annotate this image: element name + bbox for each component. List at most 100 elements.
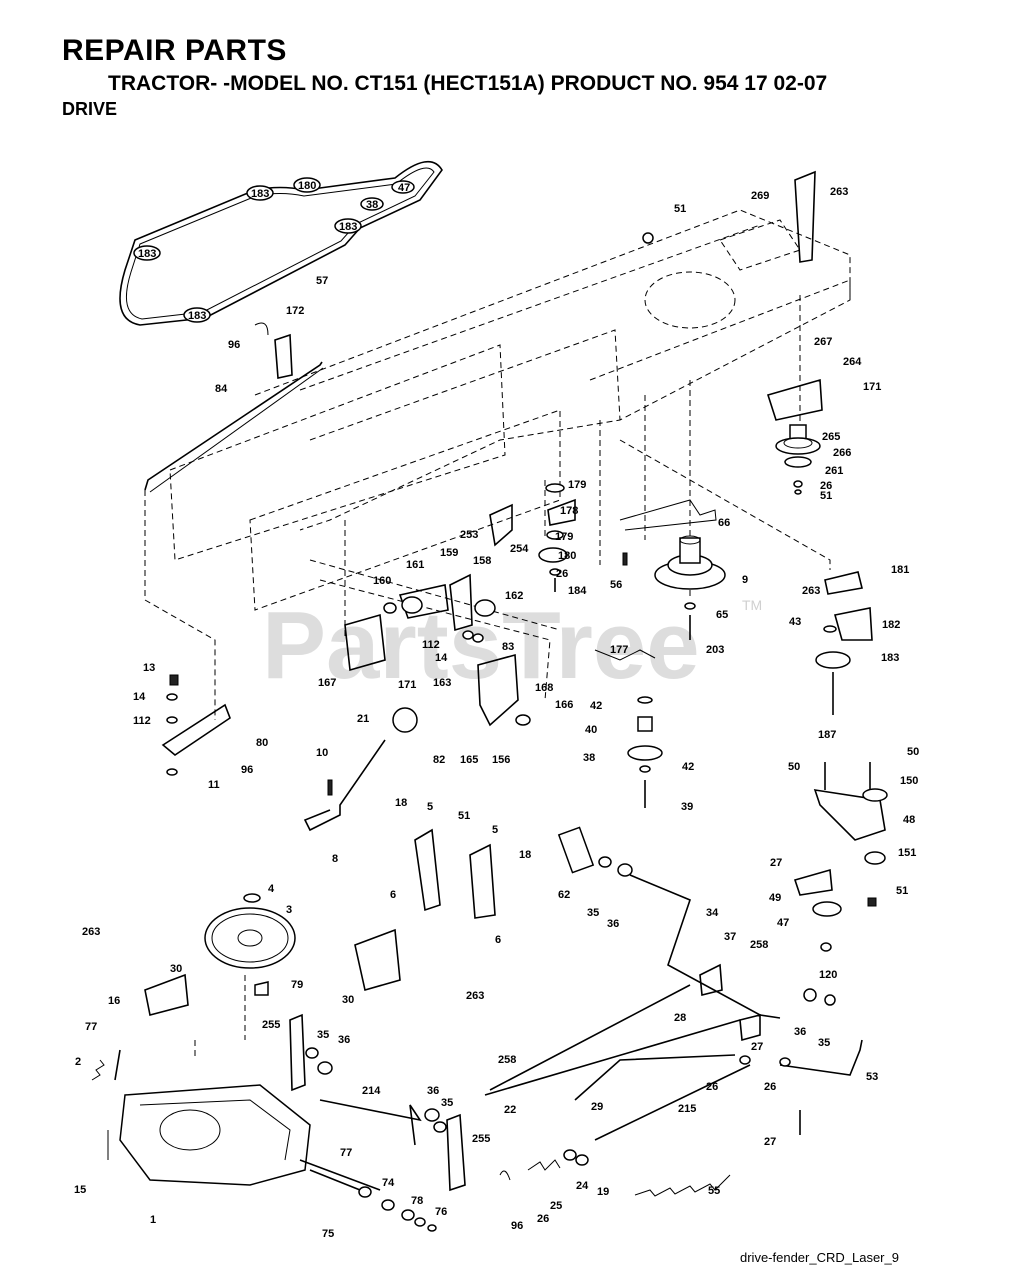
svg-text:51: 51 [458,810,470,822]
svg-text:26: 26 [556,568,568,580]
svg-text:62: 62 [558,889,570,901]
bracket-48-assembly [793,762,888,952]
svg-text:26: 26 [820,480,832,492]
svg-text:36: 36 [427,1085,439,1097]
svg-text:263: 263 [466,990,484,1002]
svg-text:5: 5 [492,824,498,836]
svg-text:255: 255 [472,1133,490,1145]
rod-22 [484,1019,741,1096]
section-title: DRIVE [62,99,118,119]
svg-text:8: 8 [332,853,338,865]
svg-text:65: 65 [716,609,728,621]
bracket-30-left [144,973,189,1016]
svg-text:57: 57 [316,275,328,287]
spring-55 [634,1174,731,1197]
svg-text:53: 53 [866,1071,878,1083]
svg-text:74: 74 [382,1177,395,1189]
svg-text:27: 27 [770,857,782,869]
svg-text:183: 183 [188,310,206,322]
axle-washers [309,1169,437,1232]
svg-text:10: 10 [316,747,328,759]
svg-text:151: 151 [898,847,916,859]
svg-text:159: 159 [440,547,458,559]
watermark-tm: TM [742,597,762,613]
svg-text:14: 14 [435,652,448,664]
svg-text:171: 171 [398,679,416,691]
svg-text:19: 19 [597,1186,609,1198]
drive-belt [119,160,443,326]
svg-text:4: 4 [268,883,275,895]
svg-text:258: 258 [750,939,768,951]
svg-text:83: 83 [502,641,514,653]
svg-text:162: 162 [505,590,523,602]
rod-53 [779,1039,863,1076]
bracket-255-right [446,1113,466,1192]
svg-text:55: 55 [708,1185,720,1197]
svg-text:156: 156 [492,754,510,766]
svg-text:120: 120 [819,969,837,981]
svg-text:50: 50 [788,761,800,773]
idler-stack-lower [627,696,663,808]
svg-text:40: 40 [585,724,597,736]
svg-text:30: 30 [170,963,182,975]
rod-215 [594,1064,751,1141]
svg-text:26: 26 [706,1081,718,1093]
svg-text:180: 180 [298,180,316,192]
bracket-172 [274,333,293,379]
svg-text:203: 203 [706,644,724,656]
svg-text:75: 75 [322,1228,334,1240]
bracket-165 [477,653,519,727]
svg-text:96: 96 [511,1220,523,1232]
svg-text:263: 263 [802,585,820,597]
bracket-255-left [289,1013,306,1092]
svg-text:5: 5 [427,801,433,813]
svg-text:66: 66 [718,517,730,529]
svg-text:165: 165 [460,754,478,766]
svg-text:9: 9 [742,574,748,586]
svg-text:26: 26 [537,1213,549,1225]
svg-text:263: 263 [830,186,848,198]
svg-text:96: 96 [228,339,240,351]
lever-8 [303,739,386,832]
svg-text:35: 35 [317,1029,329,1041]
svg-text:76: 76 [435,1206,447,1218]
svg-text:29: 29 [591,1101,603,1113]
svg-text:49: 49 [769,892,781,904]
svg-text:43: 43 [789,616,801,628]
rod-28 [489,984,691,1091]
svg-text:178: 178 [560,505,578,517]
svg-text:187: 187 [818,729,836,741]
svg-text:42: 42 [682,761,694,773]
svg-text:171: 171 [863,381,881,393]
svg-text:183: 183 [339,221,357,233]
svg-text:30: 30 [342,994,354,1006]
svg-text:269: 269 [751,190,769,202]
svg-text:34: 34 [706,907,719,919]
svg-text:27: 27 [751,1041,763,1053]
svg-text:50: 50 [907,746,919,758]
svg-text:56: 56 [610,579,622,591]
svg-text:112: 112 [422,639,440,651]
svg-text:180: 180 [558,550,576,562]
belt-guide-66 [619,499,717,531]
svg-text:47: 47 [777,917,789,929]
svg-text:265: 265 [822,431,840,443]
callout-labels: 57 96 172 84 51 269 263 267 264 171 265 … [74,186,919,1240]
svg-text:15: 15 [74,1184,86,1196]
svg-text:80: 80 [256,737,268,749]
model-line: TRACTOR- -MODEL NO. CT151 (HECT151A) PRO… [108,72,828,95]
belt-pulley-tags: 183 180 47 38 183 183 183 [133,177,415,323]
svg-text:214: 214 [362,1085,381,1097]
idler-arm-assembly [383,573,496,643]
svg-text:172: 172 [286,305,304,317]
svg-text:168: 168 [535,682,553,694]
svg-text:35: 35 [587,907,599,919]
svg-text:258: 258 [498,1054,516,1066]
svg-text:78: 78 [411,1195,423,1207]
svg-text:183: 183 [251,188,269,200]
svg-text:48: 48 [903,814,915,826]
svg-text:261: 261 [825,465,843,477]
svg-text:166: 166 [555,699,573,711]
svg-text:79: 79 [291,979,303,991]
